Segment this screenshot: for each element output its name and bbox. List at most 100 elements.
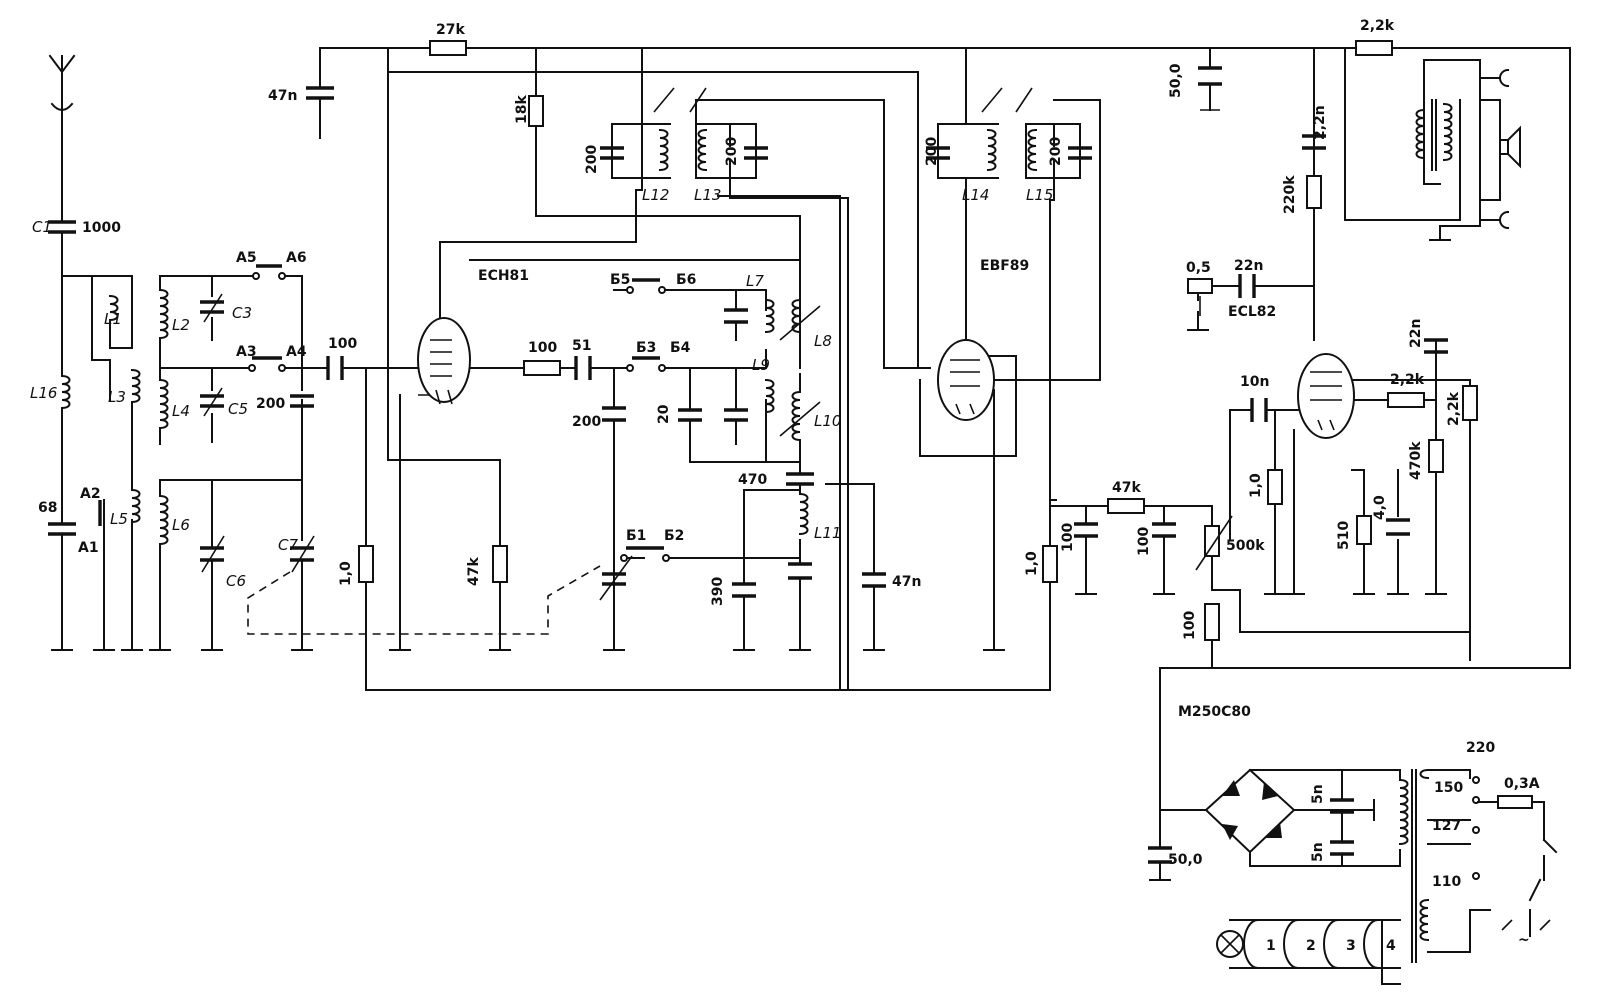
coil-L16: [60, 374, 71, 410]
label-B2: Б2: [664, 528, 684, 544]
label-51: 51: [572, 338, 591, 354]
lamp-label-4: 4: [1386, 938, 1396, 954]
label-C6: C6: [226, 572, 246, 590]
label-L13: L13: [694, 186, 721, 204]
label-0-3a: 0,3A: [1504, 776, 1540, 792]
diode-1-icon: [1222, 780, 1240, 796]
label-A3: A3: [236, 344, 257, 360]
resistor-1-0-grid: [358, 545, 374, 583]
label-2k2-fb: 2,2k: [1446, 391, 1462, 426]
capacitor-5n-b: [1330, 840, 1354, 856]
label-200-input: 200: [256, 396, 285, 412]
detector-filter: [1049, 407, 1471, 667]
resistor-2k2-grid: [1387, 392, 1425, 408]
capacitor-51: [574, 356, 592, 380]
label-B6: Б6: [676, 272, 696, 288]
label-100-b: 100: [1136, 527, 1152, 556]
resistor-100-osc: [523, 360, 561, 376]
label-470k: 470k: [1408, 441, 1424, 480]
coil-L4: [158, 378, 169, 430]
capacitor-2n2: [1302, 134, 1326, 150]
label-L15: L15: [1026, 186, 1053, 204]
electrolytic-4-0: [1386, 518, 1410, 536]
label-C7: C7: [278, 536, 298, 554]
capacitor-47n-mid: [862, 572, 886, 588]
label-10n: 10n: [1240, 374, 1269, 390]
label-4-0: 4,0: [1372, 495, 1388, 520]
capacitor-10n: [1250, 398, 1268, 422]
coil-L12: [658, 128, 669, 172]
label-A6: A6: [286, 250, 307, 266]
lamp-label-2: 2: [1306, 938, 1316, 954]
capacitor-100-a: [1074, 522, 1098, 538]
label-390: 390: [710, 577, 726, 606]
fuse-0-3a: [1497, 795, 1533, 809]
tube-ecl82: [1297, 353, 1355, 439]
label-A2: A2: [80, 486, 101, 502]
label-L2: L2: [172, 316, 190, 334]
ech81-stage: [365, 189, 885, 691]
coil-L5: [130, 488, 141, 524]
label-L9: L9: [752, 356, 770, 374]
trimmer-C3: [200, 300, 224, 314]
label-200-L15: 200: [1048, 137, 1064, 166]
label-M250C80: M250C80: [1178, 704, 1251, 720]
coil-L8: [791, 298, 802, 369]
variable-capacitor-osc: [602, 572, 626, 586]
label-2k2-grid: 2,2k: [1390, 372, 1425, 388]
resistor-47k-osc: [492, 545, 508, 583]
capacitor-390: [732, 582, 756, 598]
label-B4: Б4: [670, 340, 691, 356]
label-220: 220: [1466, 740, 1495, 756]
potentiometer-0-5: [1187, 278, 1213, 294]
dial-lamps: [1216, 918, 1401, 970]
label-47k-det: 47k: [1112, 480, 1141, 496]
label-100-vol: 100: [1182, 611, 1198, 640]
label-A5: A5: [236, 250, 257, 266]
diode-3-icon: [1222, 824, 1238, 840]
label-L14: L14: [962, 186, 989, 204]
mains-transformer: [1398, 769, 1417, 963]
coil-L14: [986, 128, 997, 172]
label-18k: 18k: [514, 95, 530, 124]
supply-rail: [306, 47, 1571, 811]
label-5n-a: 5n: [1310, 784, 1326, 804]
antenna-section: [48, 54, 143, 651]
label-L11: L11: [814, 524, 841, 542]
mains-plug-icon: [1501, 919, 1551, 931]
label-27k: 27k: [436, 22, 465, 38]
label-L16: L16: [30, 384, 57, 402]
electrolytic-50-top: [1198, 66, 1222, 86]
antenna-icon: [48, 54, 76, 121]
resistor-100-vol: [1204, 603, 1220, 641]
output-jack-icon: [1479, 68, 1510, 230]
lamp-label-3: 3: [1346, 938, 1356, 954]
resistor-47k-det: [1107, 498, 1145, 514]
trimmer-L11: [788, 562, 812, 580]
diode-2-icon: [1262, 782, 1278, 800]
trimmer-osc-b: [724, 408, 748, 422]
label-47n-mid: 47n: [892, 574, 921, 590]
label-0-5: 0,5: [1186, 260, 1211, 276]
capacitor-5n-a: [1330, 798, 1354, 814]
label-ac: ~: [1518, 932, 1530, 948]
label-22n-a: 22n: [1234, 258, 1263, 274]
label-C3: C3: [232, 304, 252, 322]
label-L1: L1: [104, 310, 122, 328]
coil-L13: [697, 128, 708, 172]
label-20: 20: [656, 404, 672, 424]
label-100-osc: 100: [528, 340, 557, 356]
label-22n-b: 22n: [1408, 319, 1424, 348]
label-47n-top: 47n: [268, 88, 297, 104]
coil-L2: [158, 288, 169, 340]
label-L8: L8: [814, 332, 832, 350]
coil-L3: [109, 359, 141, 441]
label-L7: L7: [746, 272, 764, 290]
potentiometer-500k: [1204, 525, 1220, 557]
resistor-1-0-det: [1042, 545, 1058, 583]
label-150: 150: [1434, 780, 1463, 796]
label-200-L13: 200: [724, 137, 740, 166]
resistor-2k2-top: [1355, 40, 1393, 56]
label-L12: L12: [642, 186, 669, 204]
